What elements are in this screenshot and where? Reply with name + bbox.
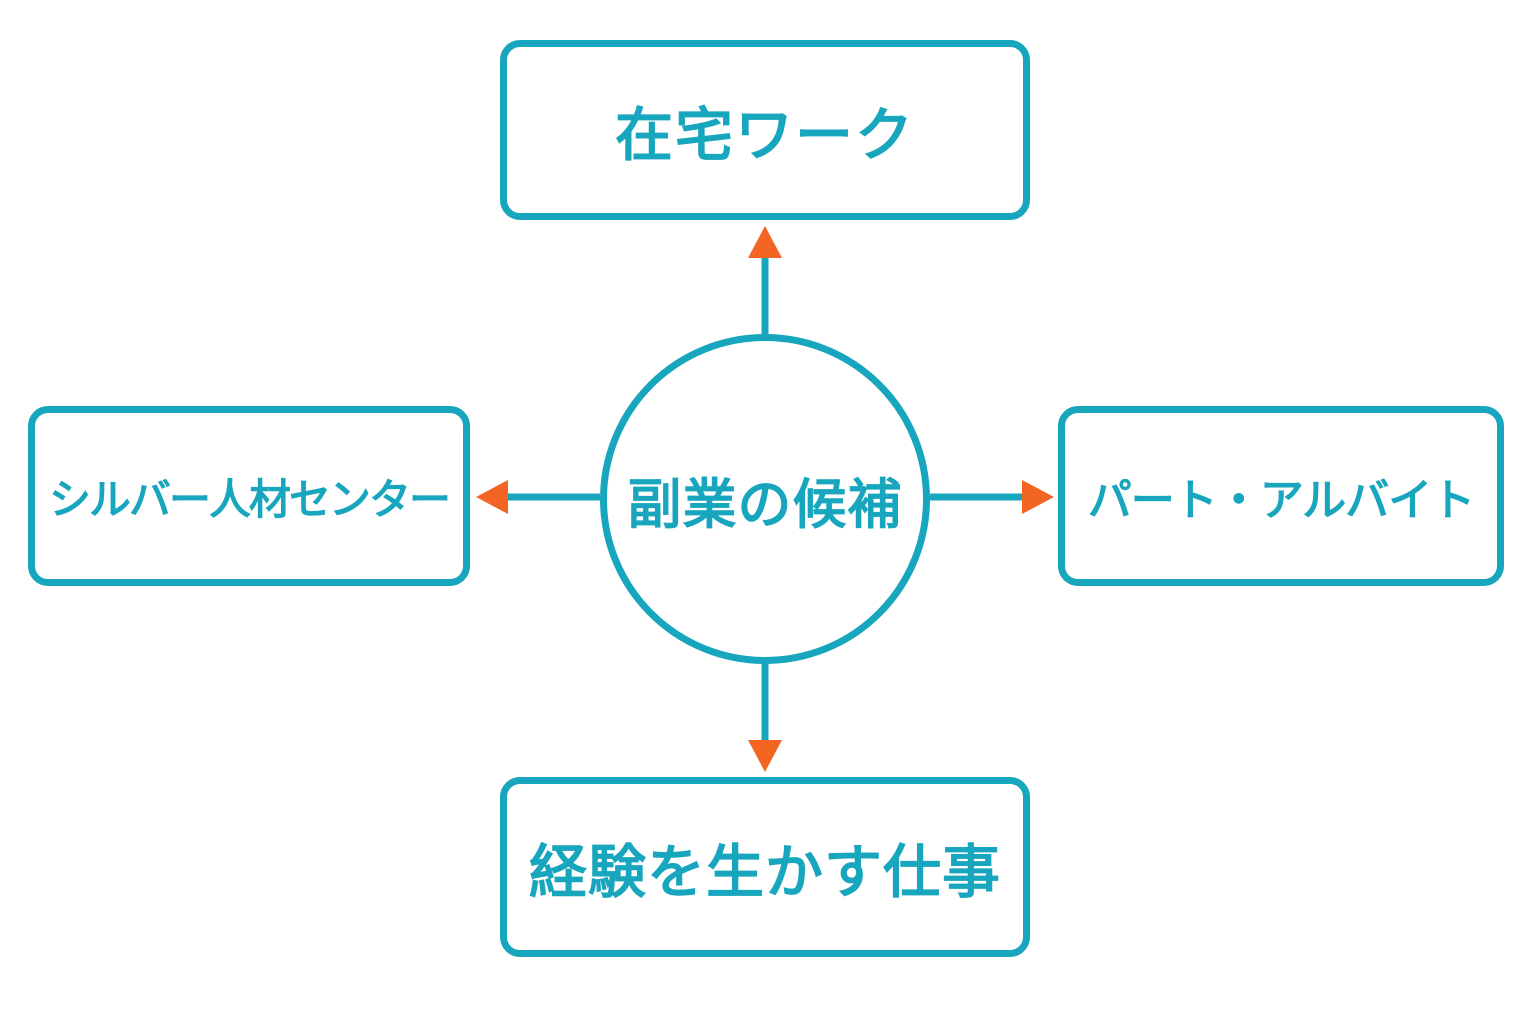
center-label: 副業の候補 <box>627 472 903 536</box>
option-label-bottom: 経験を生かす仕事 <box>528 838 1001 906</box>
option-label-left: シルバー人材センター <box>48 474 451 524</box>
arrowhead-bottom <box>748 740 782 772</box>
option-label-right: パート・アルバイト <box>1087 475 1476 526</box>
arrowhead-left <box>476 480 508 514</box>
center-circle: 副業の候補 <box>600 334 930 664</box>
arrowhead-right <box>1022 480 1054 514</box>
option-label-top: 在宅ワーク <box>614 101 915 169</box>
option-box-top: 在宅ワーク <box>500 40 1030 220</box>
option-box-bottom: 経験を生かす仕事 <box>500 777 1030 957</box>
option-box-left: シルバー人材センター <box>28 406 470 586</box>
arrowhead-top <box>748 226 782 258</box>
option-box-right: パート・アルバイト <box>1058 406 1504 586</box>
